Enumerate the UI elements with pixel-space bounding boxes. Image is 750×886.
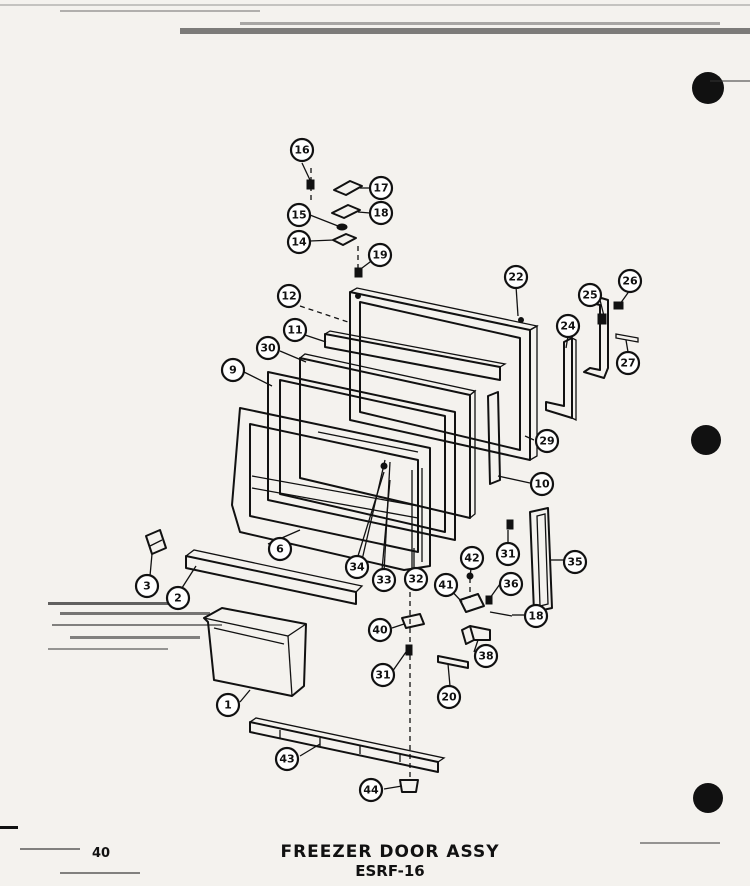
top-strip	[324, 330, 507, 381]
top-hinge-assembly	[306, 168, 363, 278]
callout-33: 33	[371, 567, 397, 593]
callout-16-top: 16	[289, 137, 315, 163]
callout-label: 25	[582, 289, 597, 302]
scan-artifacts	[0, 4, 750, 874]
callout-31-right: 31	[495, 541, 521, 567]
callout-1: 1	[215, 692, 241, 718]
callout-38: 38	[473, 643, 499, 669]
callout-label: 22	[508, 271, 523, 284]
callout-40: 40	[367, 617, 393, 643]
callout-label: 24	[560, 320, 576, 333]
callout-24: 24	[555, 313, 581, 339]
door-shelf	[185, 549, 364, 605]
door-bin	[203, 607, 307, 697]
callout-label: 9	[229, 364, 237, 377]
callout-15: 15	[286, 202, 312, 228]
callout-label: 34	[349, 561, 365, 574]
door-liner	[231, 407, 431, 571]
callout-9: 9	[220, 357, 246, 383]
callout-label: 30	[260, 342, 276, 355]
callout-label: 3	[143, 580, 151, 593]
bottom-pivot	[399, 779, 419, 793]
callout-label: 11	[287, 324, 302, 337]
callout-18-bottom: 18	[523, 603, 549, 629]
callout-label: 44	[363, 784, 379, 797]
door-trim-strips	[361, 459, 423, 573]
callout-36: 36	[498, 571, 524, 597]
callout-12: 12	[276, 283, 302, 309]
callout-44: 44	[358, 777, 384, 803]
callout-label: 19	[372, 249, 387, 262]
callout-29: 29	[534, 428, 560, 454]
callout-label: 26	[622, 275, 638, 288]
callout-label: 29	[539, 435, 554, 448]
callout-label: 36	[503, 578, 519, 591]
callout-label: 41	[438, 579, 453, 592]
callout-41: 41	[433, 572, 459, 598]
callout-19: 19	[367, 242, 393, 268]
callout-14: 14	[286, 229, 312, 255]
callout-label: 1	[224, 699, 232, 712]
callout-31-bottom: 31	[370, 662, 396, 688]
callout-25: 25	[577, 282, 603, 308]
diagram-title: FREEZER DOOR ASSY	[280, 842, 500, 862]
kick-strip	[249, 717, 446, 773]
callout-label: 31	[375, 669, 390, 682]
door-handle	[529, 507, 553, 613]
callout-label: 10	[534, 478, 550, 491]
callout-label: 17	[373, 182, 388, 195]
outer-door-panel	[349, 287, 539, 461]
callout-label: 6	[276, 543, 284, 556]
callout-6: 6	[267, 536, 293, 562]
callout-18-top: 18	[368, 200, 394, 226]
callout-34: 34	[344, 554, 370, 580]
callout-label: 12	[281, 290, 296, 303]
callout-22: 22	[503, 264, 529, 290]
callout-43: 43	[274, 746, 300, 772]
callout-label: 33	[376, 574, 391, 587]
callout-10: 10	[529, 471, 555, 497]
callout-32: 32	[403, 566, 429, 592]
callout-label: 32	[408, 573, 423, 586]
callout-label: 27	[620, 357, 635, 370]
hinge-bracket	[545, 337, 577, 422]
inner-panel	[299, 353, 477, 519]
callout-label: 14	[291, 236, 307, 249]
callout-label: 31	[500, 548, 515, 561]
callout-35: 35	[562, 549, 588, 575]
callout-label: 18	[528, 610, 543, 623]
callout-label: 40	[372, 624, 388, 637]
callout-label: 18	[373, 207, 388, 220]
callout-27: 27	[615, 350, 641, 376]
callout-30: 30	[255, 335, 281, 361]
callout-2: 2	[165, 585, 191, 611]
callout-label: 42	[464, 552, 479, 565]
callout-label: 38	[478, 650, 493, 663]
callout-label: 43	[279, 753, 294, 766]
callout-3: 3	[134, 573, 160, 599]
page-number: 40	[92, 846, 111, 861]
callout-42: 42	[459, 545, 485, 571]
callout-26: 26	[617, 268, 643, 294]
callout-label: 2	[174, 592, 182, 605]
callout-label: 16	[294, 144, 310, 157]
side-strip	[487, 391, 501, 485]
callout-11: 11	[282, 317, 308, 343]
callout-label: 35	[567, 556, 582, 569]
callout-label: 20	[441, 691, 457, 704]
shelf-clip	[145, 529, 167, 555]
callout-label: 15	[291, 209, 306, 222]
callout-20: 20	[436, 684, 462, 710]
model-number: ESRF-16	[355, 862, 425, 880]
door-gasket	[267, 371, 456, 541]
callout-17: 17	[368, 175, 394, 201]
